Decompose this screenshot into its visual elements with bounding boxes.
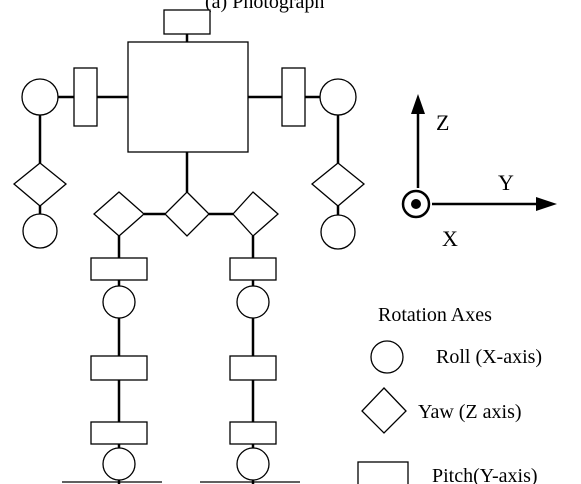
left-hip-roll-joint (102, 285, 136, 319)
left-hip-yaw-joint (93, 191, 145, 237)
y-axis-arrowhead-icon (536, 197, 557, 211)
robot-links (38, 34, 340, 484)
legend-roll-label: Roll (X-axis) (436, 346, 542, 368)
left-shoulder-roll-joint (21, 78, 59, 116)
z-axis-label: Z (436, 110, 449, 135)
waist-yaw-joint (164, 191, 210, 237)
x-axis-dot-icon (411, 199, 421, 209)
right-shoulder-roll-joint (319, 78, 357, 116)
rotation-axes-legend: Rotation Axes Roll (X-axis) Yaw (Z axis)… (357, 304, 542, 484)
y-axis-label: Y (498, 170, 514, 195)
left-ankle-pitch-joint (90, 421, 148, 445)
right-ankle-pitch-joint (229, 421, 277, 445)
left-wrist-roll-joint (22, 213, 58, 249)
right-shoulder-pitch-joint (281, 67, 306, 127)
left-ankle-roll-joint (102, 447, 136, 481)
z-axis-arrowhead-icon (411, 94, 425, 114)
x-axis-label: X (442, 226, 458, 251)
right-ankle-roll-joint (236, 447, 270, 481)
right-hip-roll-joint (236, 285, 270, 319)
right-hip-pitch-joint (229, 257, 277, 281)
coordinate-axes: Z Y X (401, 94, 557, 251)
legend-pitch-label: Pitch(Y-axis) (432, 465, 538, 484)
legend-roll-circle-icon (370, 340, 404, 374)
legend-title: Rotation Axes (378, 304, 492, 326)
left-shoulder-pitch-joint (73, 67, 98, 127)
legend-yaw-label: Yaw (Z axis) (418, 401, 522, 423)
left-knee-pitch-joint (90, 355, 148, 381)
left-hip-pitch-joint (90, 257, 148, 281)
right-elbow-yaw-joint (310, 162, 366, 207)
right-knee-pitch-joint (229, 355, 277, 381)
legend-yaw-diamond-icon (361, 387, 407, 434)
caption-fragment: (a) Photograph (205, 0, 324, 13)
legend-pitch-rectangle-icon (357, 461, 409, 484)
right-wrist-roll-joint (320, 214, 356, 250)
head-pitch-joint (163, 9, 211, 35)
left-elbow-yaw-joint (12, 162, 68, 207)
torso-body (127, 41, 249, 153)
right-hip-yaw-joint (232, 191, 279, 237)
